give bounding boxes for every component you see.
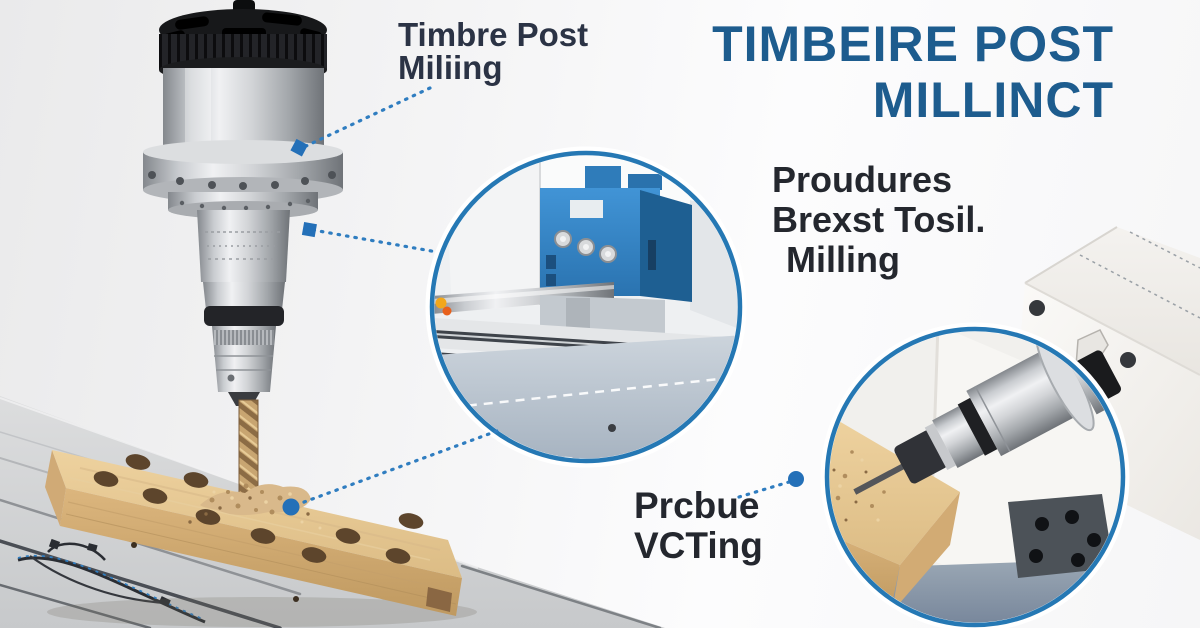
callout-spindle-label: Timbre Post Miliing [398, 18, 588, 84]
leader-lines [282, 86, 804, 516]
center-inset [425, 146, 747, 468]
spindle-flange [143, 140, 343, 219]
box-top-face [1025, 227, 1200, 375]
cable-wires [17, 538, 206, 624]
drill-bit [238, 399, 259, 501]
title-line-1: TIMBEIRE POST [712, 16, 1114, 72]
page-title: TIMBEIRE POST MILLINCT [712, 16, 1114, 128]
callout-spindle-line-1: Timbre Post [398, 16, 589, 53]
callout-machine-line-1: Proudures [772, 159, 953, 200]
bed-front [434, 335, 739, 460]
callout-drilling-line-1: Prcbue [634, 485, 760, 526]
callout-drilling-label: Prcbue VCTing [634, 486, 763, 566]
spindle-motor [143, 0, 343, 530]
board-notch [426, 587, 452, 612]
leader-drilling-label [737, 480, 791, 499]
callout-machine-line-2: Brexst Tosil. [772, 198, 986, 240]
blue-cnc-head [540, 166, 692, 302]
title-line-2: MILLINCT [872, 72, 1114, 128]
leader-spindle-to-inset [311, 228, 439, 254]
callout-machine-line-3: Milling [786, 238, 900, 280]
callout-drilling-line-2: VCTing [634, 524, 763, 566]
center-inset-border [429, 150, 743, 464]
leader-drillpoint-to-inset [294, 429, 499, 507]
leader-spindle-label [302, 86, 432, 149]
right-inset-border [824, 326, 1126, 628]
callout-machine-label: Proudures Brexst Tosil. Milling [772, 160, 985, 280]
board-left-end [45, 450, 66, 526]
spindle-chuck [212, 326, 276, 406]
head-bolts [554, 230, 617, 263]
board-holes [93, 454, 424, 564]
board-front-face [60, 488, 462, 616]
callout-spindle-line-2: Miliing [398, 49, 503, 86]
